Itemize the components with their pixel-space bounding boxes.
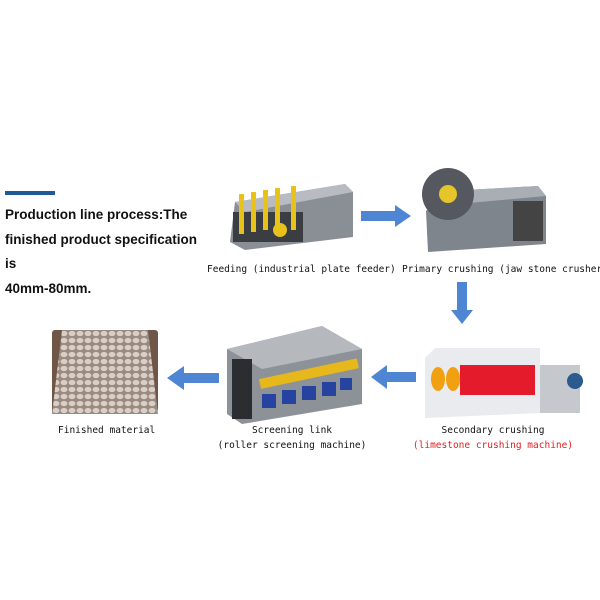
intro-line-1: Production line process:The xyxy=(5,207,188,222)
accent-bar xyxy=(5,191,55,195)
caption-primary-crushing: Primary crushing (jaw stone crusher) xyxy=(402,264,600,275)
caption-secondary-crushing: Secondary crushing (limestone crushing m… xyxy=(408,423,578,453)
caption-screening-sub: (roller screening machine) xyxy=(217,440,367,451)
caption-finished-material: Finished material xyxy=(58,425,156,436)
caption-secondary-title: Secondary crushing xyxy=(441,425,545,436)
plate-feeder-image xyxy=(230,184,353,250)
intro-text: Production line process:The finished pro… xyxy=(5,203,205,301)
caption-secondary-sub: (limestone crushing machine) xyxy=(412,440,574,451)
arrow-right-icon xyxy=(361,205,411,227)
arrow-left-icon xyxy=(371,365,416,389)
secondary-crusher-image xyxy=(425,348,583,418)
caption-screening-title: Screening link xyxy=(251,425,333,436)
jaw-crusher-image xyxy=(422,168,546,252)
intro-line-3: 40mm-80mm. xyxy=(5,280,92,296)
arrow-left-icon xyxy=(167,366,219,390)
roller-screen-image xyxy=(227,326,362,424)
arrow-down-icon xyxy=(451,282,473,324)
caption-feeding: Feeding (industrial plate feeder) xyxy=(207,264,396,275)
finished-material-image xyxy=(52,330,158,414)
caption-screening: Screening link (roller screening machine… xyxy=(217,423,367,453)
intro-line-2: finished product specification is xyxy=(5,231,198,272)
